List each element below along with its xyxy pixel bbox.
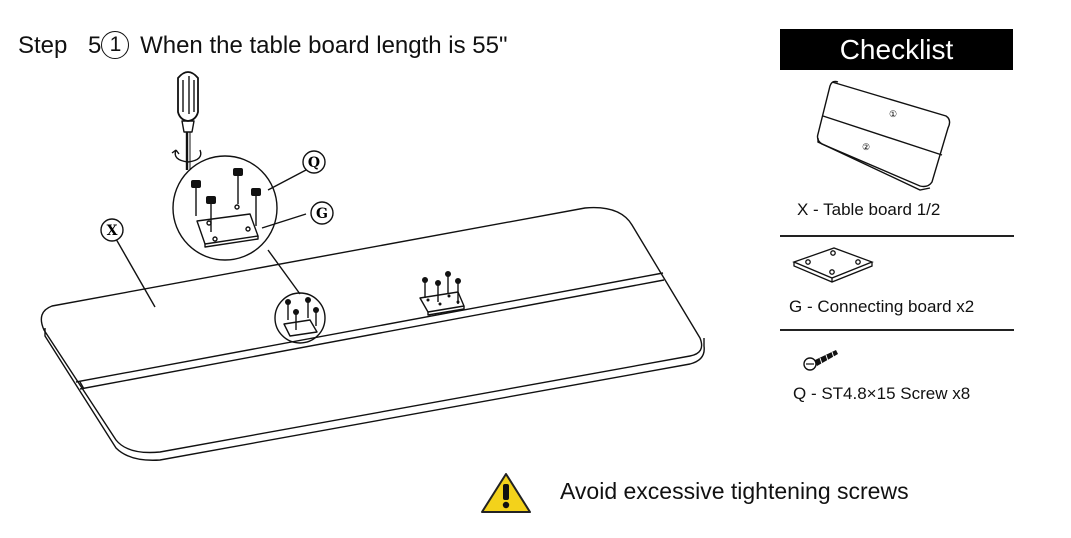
step-number: 5 [88, 32, 102, 59]
callout-x-label: X [107, 223, 118, 239]
checklist-divider-1 [780, 235, 1014, 237]
callout-g-label: G [316, 206, 328, 222]
connecting-plate-right [419, 276, 465, 316]
detail-circle-small [274, 292, 326, 344]
detail-circle-large [172, 155, 278, 261]
checklist-board-drawing [816, 80, 951, 191]
screwdriver-drawing [171, 71, 202, 170]
checklist-item-screw: Q - ST4.8×15 Screw x8 [793, 384, 971, 403]
board-mark-1: ① [889, 109, 897, 119]
board-mark-2: ② [862, 142, 870, 152]
substep-circle: 1 [101, 31, 130, 59]
callout-g: G [310, 201, 334, 225]
checklist-item-table-board: X - Table board 1/2 [797, 200, 941, 219]
callout-q: Q [302, 150, 326, 174]
step-instruction: When the table board length is 55" [140, 32, 508, 59]
checklist-connecting-board-drawing [792, 247, 874, 283]
checklist-divider-2 [780, 329, 1014, 331]
step-label: Step [18, 32, 68, 59]
checklist-item-connecting-board: G - Connecting board x2 [789, 297, 975, 316]
callout-x: X [100, 218, 124, 242]
table-board-drawing [40, 206, 705, 461]
checklist-screw-icon [803, 350, 838, 371]
checklist-header: Checklist [780, 29, 1013, 70]
warning-text: Avoid excessive tightening screws [560, 478, 909, 504]
warning-triangle-icon [481, 473, 531, 513]
callout-q-label: Q [308, 155, 320, 171]
